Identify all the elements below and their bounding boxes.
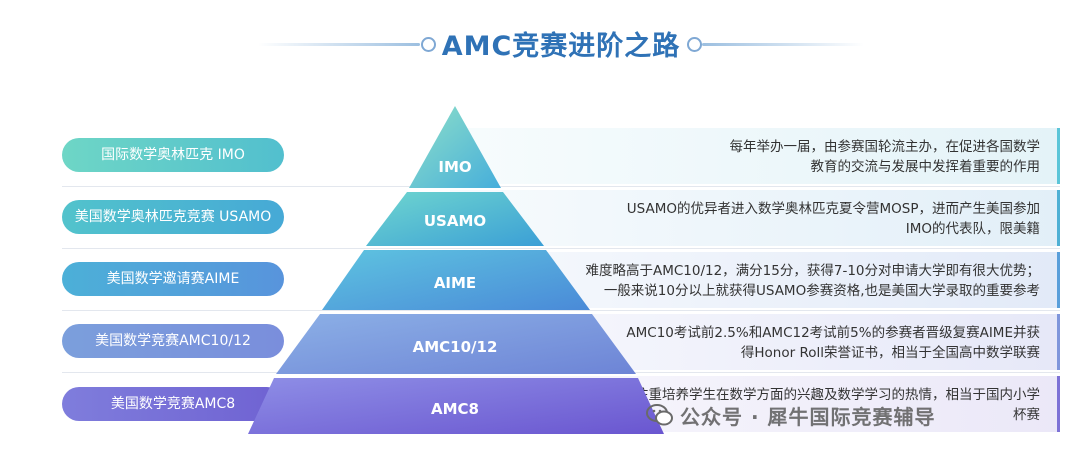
tier-label-amc1012: AMC10/12 — [413, 338, 498, 356]
pill-aime: 美国数学邀请赛AIME — [62, 262, 284, 296]
row-divider — [62, 248, 1060, 249]
desc-line: IMO的代表队，限美籍 — [905, 221, 1040, 237]
title-dot-left — [421, 37, 436, 52]
desc-line: 得Honor Roll荣誉证书，相当于全国高中数学联赛 — [740, 345, 1040, 361]
desc-line: AMC10考试前2.5%和AMC12考试前5%的参赛者晋级复赛AIME并获 — [626, 325, 1040, 341]
desc-amc8: 注重培养学生在数学方面的兴趣及数学学习的热情，相当于国内小学 杯赛 — [540, 385, 1040, 425]
title-dot-right — [687, 37, 702, 52]
pill-usamo: 美国数学奥林匹克竞赛 USAMO — [62, 200, 284, 234]
title-line-right — [702, 43, 864, 46]
desc-aime: 难度略高于AMC10/12，满分15分，获得7-10分对申请大学即有很大优势； … — [540, 261, 1040, 301]
pill-amc8: 美国数学竞赛AMC8 — [62, 387, 284, 421]
tier-label-imo: IMO — [438, 158, 471, 176]
desc-usamo: USAMO的优异者进入数学奥林匹克夏令营MOSP，进而产生美国参加 IMO的代表… — [540, 199, 1040, 239]
pyramid-tier-usamo — [366, 192, 544, 246]
band-accent — [1057, 252, 1060, 308]
pill-imo: 国际数学奥林匹克 IMO — [62, 138, 284, 172]
desc-line: 教育的交流与发展中发挥着重要的作用 — [810, 159, 1041, 175]
pill-amc1012: 美国数学竞赛AMC10/12 — [62, 324, 284, 358]
pyramid-tier-imo — [409, 106, 501, 188]
desc-line: 杯赛 — [1013, 407, 1040, 423]
band-accent — [1057, 376, 1060, 432]
desc-line: 每年举办一届，由参赛国轮流主办，在促进各国数学 — [729, 139, 1041, 155]
title-bar: AMC竞赛进阶之路 — [0, 22, 1080, 68]
band-accent — [1057, 190, 1060, 246]
watermark-text: 公众号 · 犀牛国际竞赛辅导 — [680, 405, 936, 429]
desc-line: 注重培养学生在数学方面的兴趣及数学学习的热情，相当于国内小学 — [635, 387, 1040, 403]
desc-band-usamo: USAMO的优异者进入数学奥林匹克夏令营MOSP，进而产生美国参加 IMO的代表… — [450, 190, 1060, 246]
row-divider — [62, 310, 1060, 311]
tier-label-amc8: AMC8 — [431, 400, 479, 418]
tier-label-usamo: USAMO — [424, 212, 486, 230]
band-accent — [1057, 314, 1060, 370]
desc-line: 难度略高于AMC10/12，满分15分，获得7-10分对申请大学即有很大优势； — [585, 263, 1040, 279]
band-accent — [1057, 128, 1060, 184]
wechat-icon — [646, 404, 673, 426]
desc-line: USAMO的优异者进入数学奥林匹克夏令营MOSP，进而产生美国参加 — [626, 201, 1040, 217]
desc-line: 一般来说10分以上就获得USAMO参赛资格,也是美国大学录取的重要参考 — [603, 283, 1040, 299]
tier-label-aime: AIME — [434, 274, 476, 292]
desc-imo: 每年举办一届，由参赛国轮流主办，在促进各国数学 教育的交流与发展中发挥着重要的作… — [540, 137, 1041, 177]
desc-amc1012: AMC10考试前2.5%和AMC12考试前5%的参赛者晋级复赛AIME并获 得H… — [540, 323, 1040, 363]
title-line-left — [258, 43, 420, 46]
desc-band-imo: 每年举办一届，由参赛国轮流主办，在促进各国数学 教育的交流与发展中发挥着重要的作… — [450, 128, 1060, 184]
row-divider — [62, 186, 1060, 187]
pyramid-tier-amc1012 — [276, 314, 636, 374]
pyramid-tier-amc8 — [248, 378, 664, 434]
pyramid-tier-aime — [322, 250, 590, 310]
page-title: AMC竞赛进阶之路 — [441, 31, 681, 62]
